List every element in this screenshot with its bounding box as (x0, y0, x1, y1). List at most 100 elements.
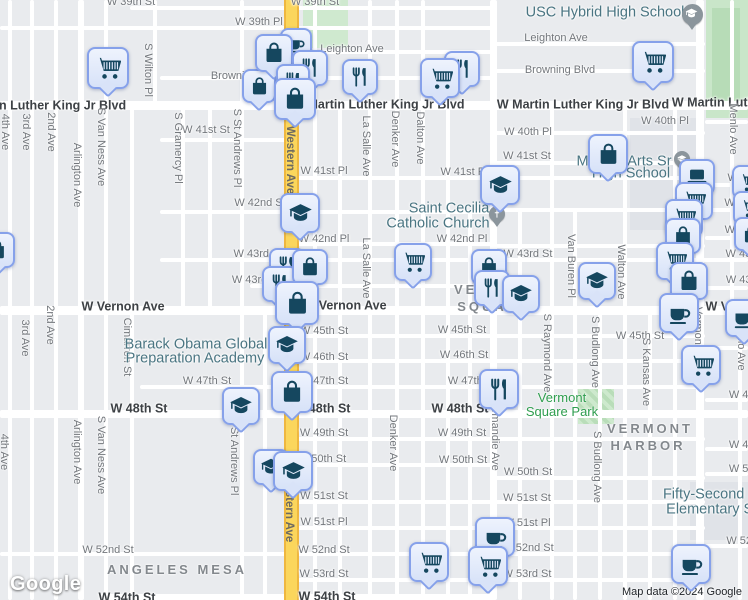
marker-bag[interactable] (275, 281, 319, 325)
marker-coffee[interactable] (659, 293, 699, 333)
marker-bag[interactable] (734, 217, 748, 251)
marker-coffee[interactable] (725, 299, 748, 337)
street-label: W 43rd St (503, 248, 553, 261)
street-label: 4th Ave (0, 433, 10, 471)
school-label[interactable]: Barack Obama Global (124, 336, 268, 353)
road-vertical (130, 105, 134, 600)
street-label: W 47th St (728, 389, 748, 402)
road-horizontal (705, 286, 748, 290)
road-vertical (573, 210, 577, 600)
school-label[interactable]: Elementary School (666, 501, 748, 518)
district-label: VERMONT (607, 421, 693, 437)
street-label: W 49th St (299, 427, 349, 440)
marker-cart[interactable] (409, 542, 449, 582)
marker-bag[interactable] (588, 134, 628, 174)
road-horizontal (493, 131, 705, 135)
gradcap-icon (275, 333, 299, 357)
road-horizontal (130, 6, 493, 10)
street-label: S St Andrews Pl (230, 108, 243, 188)
marker-bag[interactable] (274, 78, 316, 120)
marker-gradcap[interactable] (480, 165, 520, 205)
marker-cart[interactable] (681, 345, 721, 385)
marker-gradcap[interactable] (502, 275, 540, 313)
park-label[interactable]: Square Park (525, 404, 599, 420)
street-label: W 52nd St (502, 542, 554, 555)
school-label[interactable]: Preparation Academy (125, 350, 265, 367)
road-horizontal (296, 359, 705, 363)
google-logo[interactable]: Google (10, 573, 82, 595)
coffee-icon (732, 306, 748, 330)
street-label: W 51st St (503, 492, 551, 505)
marker-coffee[interactable] (671, 544, 711, 584)
street-label: Browning Blvd (524, 64, 596, 77)
road-vertical (54, 0, 58, 600)
marker-cart[interactable] (87, 47, 129, 89)
marker-cart[interactable] (420, 58, 460, 98)
coffee-icon (679, 552, 704, 577)
street-label: W 43rd Pl (231, 274, 281, 287)
poi-pin-gradcap[interactable] (681, 3, 703, 25)
bag-icon (262, 41, 286, 65)
road-horizontal (160, 258, 748, 262)
marker-gradcap[interactable] (268, 326, 306, 364)
marker-cart[interactable] (632, 41, 674, 83)
marker-cart[interactable] (394, 243, 432, 281)
road-horizontal (0, 410, 748, 418)
cart-icon (740, 198, 748, 219)
school-label[interactable]: Catholic Church (386, 215, 490, 232)
street-label: W 42nd Pl (436, 233, 488, 246)
street-label: Walton Ave (614, 244, 627, 300)
park-label[interactable]: Vermont (537, 390, 587, 406)
street-label: S Van Ness Ave (94, 415, 107, 495)
street-label: Arlington Ave (70, 419, 83, 485)
school-label[interactable]: USC Hybrid High School (525, 4, 685, 21)
gradcap-icon (509, 282, 533, 306)
street-label: W 42nd St (234, 197, 286, 210)
district-label: HARBOR (610, 438, 686, 454)
street-label: W 51st St (300, 490, 348, 503)
marker-bag[interactable] (271, 371, 313, 413)
road-vertical (648, 310, 652, 600)
street-label: W 43rd Pl (725, 274, 748, 287)
marker-gradcap[interactable] (280, 193, 320, 233)
road-horizontal (705, 183, 748, 187)
marker-bag[interactable] (292, 249, 328, 285)
road-vertical (446, 105, 450, 600)
street-label: W 47th St (182, 375, 232, 388)
bag-icon (279, 379, 305, 405)
bag-icon (677, 269, 701, 293)
marker-gradcap[interactable] (222, 387, 260, 425)
marker-bag[interactable] (0, 232, 15, 268)
road-vertical (468, 210, 472, 600)
road-horizontal (705, 120, 748, 124)
road-horizontal (160, 138, 290, 142)
marker-gradcap[interactable] (273, 451, 313, 491)
road-horizontal (493, 42, 705, 46)
school-label[interactable]: Fifty-Second Street (662, 486, 748, 503)
marker-restaurant[interactable] (479, 369, 519, 409)
street-label: 2nd Ave (43, 305, 56, 345)
cart-icon (95, 55, 121, 81)
road-vertical (395, 0, 399, 600)
marker-cart[interactable] (468, 546, 508, 586)
road-vertical (208, 105, 212, 310)
street-label: S Budlong Ave (588, 316, 601, 388)
street-label: W 52nd St (298, 544, 350, 557)
marker-gradcap[interactable] (578, 262, 616, 300)
street-label: La Salle Ave (359, 115, 372, 177)
bag-icon (282, 86, 308, 112)
road-horizontal (493, 69, 705, 73)
street-label: S Van Ness Ave (94, 107, 107, 187)
road-horizontal (296, 437, 705, 441)
street-label: Western Ave (284, 125, 297, 195)
cart-icon (417, 550, 442, 575)
road-horizontal (705, 236, 748, 240)
street-label: W 54th St (98, 590, 156, 600)
road-vertical (421, 0, 425, 600)
marker-restaurant[interactable] (342, 59, 378, 95)
cart-icon (428, 66, 453, 91)
school-label[interactable]: Saint Cecilia (408, 200, 490, 217)
road-vertical (30, 0, 34, 600)
road-horizontal (493, 208, 748, 212)
